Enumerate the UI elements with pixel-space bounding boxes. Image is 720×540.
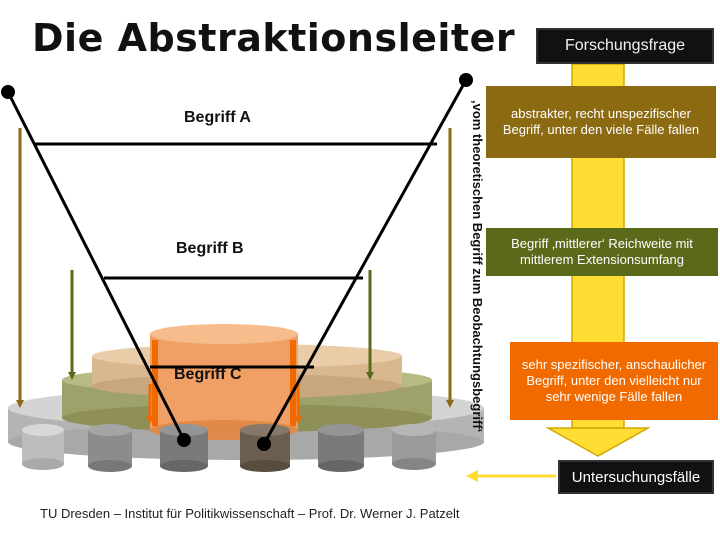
begriff-b-label: Begriff B (176, 240, 244, 257)
funnel-node-bottom-left (177, 433, 191, 447)
cylinder-1 (22, 424, 64, 470)
funnel-node-top-right (459, 73, 473, 87)
mid-range-concept-box: Begriff ‚mittlerer‘ Reichweite mit mittl… (486, 228, 718, 276)
small-cylinders (22, 424, 436, 472)
vertical-caption: ‚vom theoretischen Begriff zum Beobachtu… (470, 100, 485, 433)
begriff-a-label: Begriff A (184, 109, 251, 126)
forschungsfrage-box: Forschungsfrage (536, 28, 714, 64)
cylinder-2 (88, 424, 132, 472)
cylinder-5 (318, 424, 364, 472)
funnel-node-top-left (1, 85, 15, 99)
cylinder-6 (392, 424, 436, 470)
cylinder-3 (160, 424, 208, 472)
feedback-arrow-head (466, 470, 478, 482)
slide-title: Die Abstraktionsleiter (32, 16, 516, 60)
begriff-c-label: Begriff C (174, 366, 242, 383)
abstract-concept-box: abstrakter, recht unspezifischer Begriff… (486, 86, 716, 158)
untersuchungsfaelle-box: Untersuchungsfälle (558, 460, 714, 494)
specific-concept-box: sehr spezifischer, anschaulicher Begriff… (510, 342, 718, 420)
funnel-node-bottom-right (257, 437, 271, 451)
funnel-lines (6, 79, 468, 445)
footer-credit: TU Dresden – Institut für Politikwissens… (40, 506, 460, 521)
